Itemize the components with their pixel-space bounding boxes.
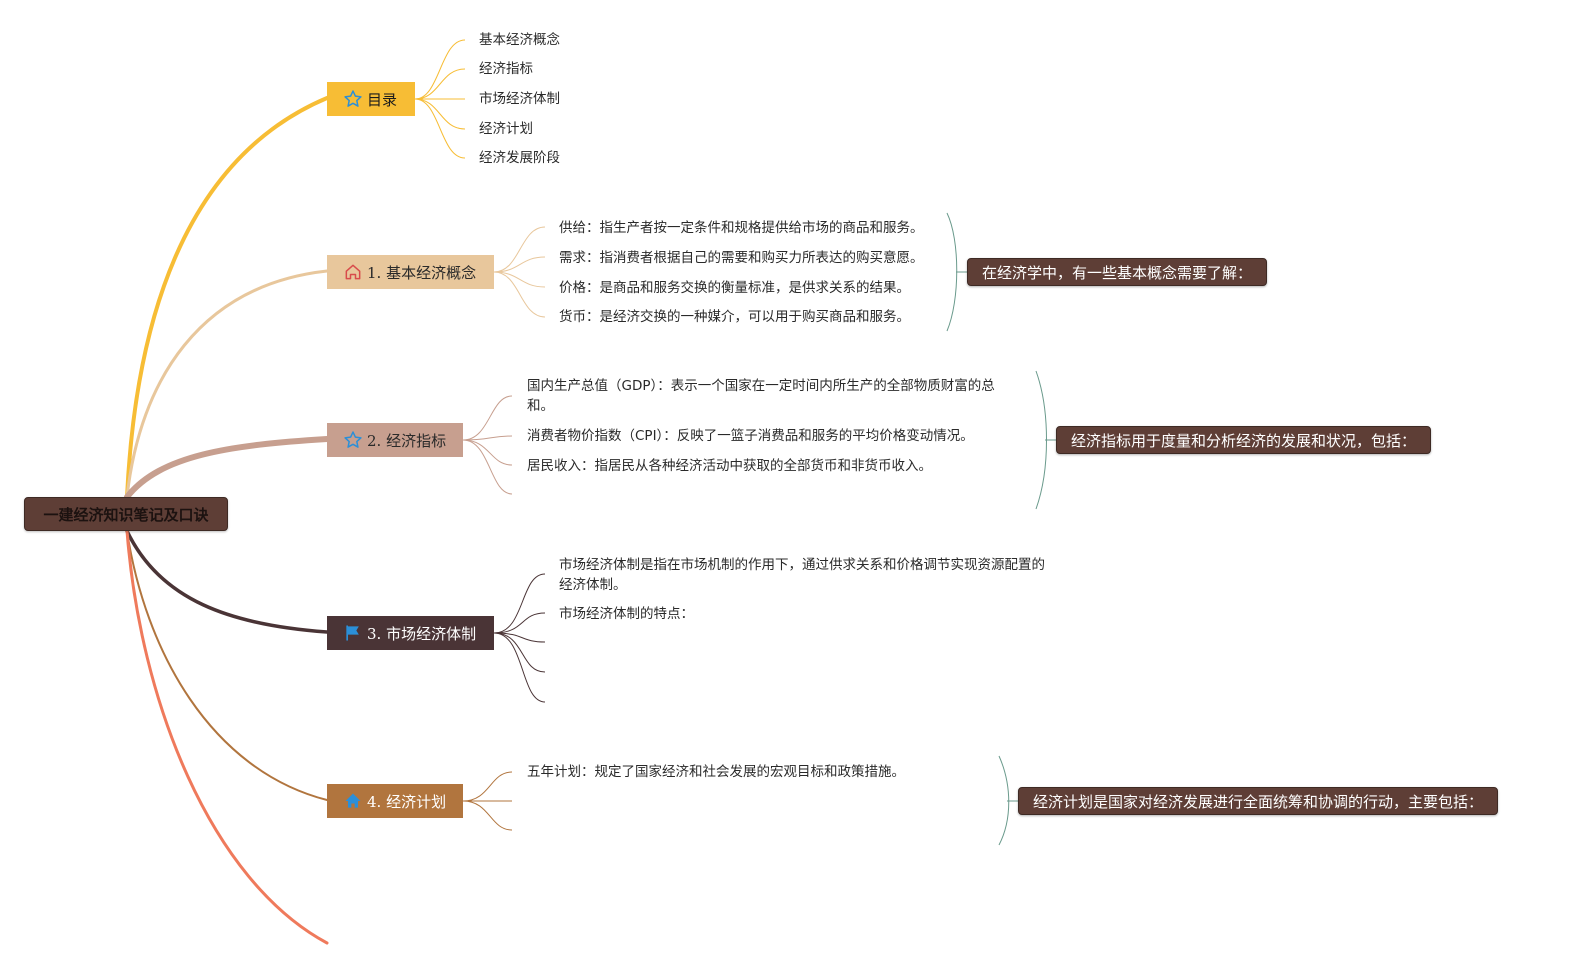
- connector-root-branch-5: [125, 529, 329, 945]
- summary-bracket-4: [998, 755, 1010, 846]
- plan-item[interactable]: 五年计划：规定了国家经济和社会发展的宏观目标和政策措施。: [527, 764, 905, 780]
- indicator-item[interactable]: 消费者物价指数（CPI）：反映了一篮子消费品和服务的平均价格变动情况。: [527, 428, 974, 444]
- flag-icon: [343, 623, 363, 643]
- concept-item[interactable]: 价格：是商品和服务交换的衡量标准，是供求关系的结果。: [559, 280, 910, 296]
- toc-item[interactable]: 市场经济体制: [479, 91, 560, 107]
- branch-basic-concepts[interactable]: 1. 基本经济概念: [327, 255, 494, 289]
- branch-label: 2. 经济指标: [367, 431, 447, 450]
- root-topic[interactable]: 一建经济知识笔记及口诀: [24, 497, 228, 531]
- branch-label: 1. 基本经济概念: [367, 263, 477, 282]
- connector-root-branch-3: [125, 529, 329, 634]
- indicator-item[interactable]: 居民收入：指居民从各种经济活动中获取的全部货币和非货币收入。: [527, 458, 932, 474]
- branch-toc[interactable]: 目录: [327, 82, 415, 116]
- branch-market-economy[interactable]: 3. 市场经济体制: [327, 616, 494, 650]
- star-icon: [343, 89, 363, 109]
- concept-item[interactable]: 需求：指消费者根据自己的需要和购买力所表达的购买意愿。: [559, 250, 924, 266]
- toc-fan: [414, 39, 466, 159]
- summary-bracket-1: [946, 212, 958, 332]
- connector-root-branch-1: [125, 269, 329, 499]
- branch-1-fan: [493, 226, 546, 318]
- branch-4-fan: [462, 771, 513, 831]
- branch-label: 4. 经济计划: [367, 792, 447, 811]
- connector-root-branch-4: [126, 530, 328, 801]
- branch-label: 目录: [367, 90, 398, 109]
- toc-item[interactable]: 经济指标: [479, 61, 533, 77]
- branch-economic-plan[interactable]: 4. 经济计划: [327, 784, 463, 818]
- summary-basic-concepts[interactable]: 在经济学中，有一些基本概念需要了解：: [967, 258, 1268, 286]
- concept-item[interactable]: 货币：是经济交换的一种媒介，可以用于购买商品和服务。: [559, 309, 910, 325]
- summary-economic-plan[interactable]: 经济计划是国家对经济发展进行全面统筹和协调的行动，主要包括：: [1018, 787, 1499, 815]
- branch-economic-indicators[interactable]: 2. 经济指标: [327, 423, 463, 457]
- market-item[interactable]: 市场经济体制的特点：: [559, 606, 694, 622]
- toc-item[interactable]: 基本经济概念: [479, 32, 560, 48]
- toc-item[interactable]: 经济发展阶段: [479, 150, 560, 166]
- branch-label: 3. 市场经济体制: [367, 624, 477, 643]
- market-item[interactable]: 市场经济体制是指在市场机制的作用下，通过供求关系和价格调节实现资源配置的经济体制…: [559, 557, 1045, 593]
- summary-economic-indicators[interactable]: 经济指标用于度量和分析经济的发展和状况，包括：: [1056, 426, 1432, 454]
- branch-2-fan: [462, 395, 513, 495]
- indicator-item[interactable]: 国内生产总值（GDP）：表示一个国家在一定时间内所生产的全部物质财富的总和。: [527, 378, 995, 414]
- star-icon: [343, 430, 363, 450]
- summary-bracket-2: [1035, 370, 1047, 510]
- concept-item[interactable]: 供给：指生产者按一定条件和规格提供给市场的商品和服务。: [559, 220, 924, 236]
- home-icon: [343, 262, 363, 282]
- connector-root-branch-2: [124, 436, 330, 500]
- connector-root-toc: [125, 96, 329, 499]
- house-icon: [343, 791, 363, 811]
- branch-3-fan: [493, 573, 546, 703]
- toc-item[interactable]: 经济计划: [479, 121, 533, 137]
